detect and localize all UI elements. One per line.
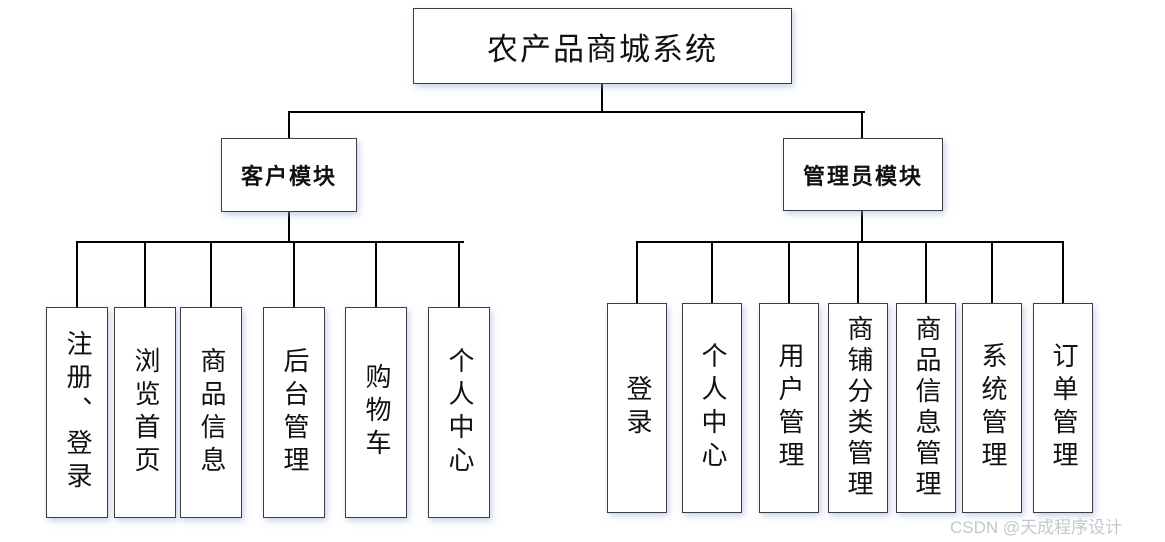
- connector-line: [1062, 241, 1064, 303]
- connector-line: [288, 111, 865, 113]
- leaf-label: 后台管理: [280, 346, 309, 479]
- leaf-customer-backend-mgmt: 后台管理: [263, 307, 325, 518]
- leaf-label: 用户管理: [775, 342, 804, 474]
- module-node-admin: 管理员模块: [783, 138, 943, 211]
- connector-line: [601, 84, 603, 113]
- leaf-customer-personal-center: 个人中心: [428, 307, 490, 518]
- connector-line: [711, 241, 713, 303]
- connector-line: [861, 111, 863, 138]
- module-node-admin-label: 管理员模块: [802, 163, 923, 189]
- leaf-admin-personal-center: 个人中心: [682, 303, 742, 513]
- leaf-admin-shop-category-mgmt: 商铺分类管理: [828, 303, 888, 513]
- connector-line: [288, 111, 290, 138]
- leaf-customer-product-info: 商品信息: [180, 307, 242, 518]
- leaf-label: 商品信息管理: [912, 315, 941, 501]
- leaf-admin-user-mgmt: 用户管理: [759, 303, 819, 513]
- connector-line: [144, 241, 146, 307]
- leaf-customer-cart: 购物车: [345, 307, 407, 518]
- connector-line: [76, 241, 78, 307]
- connector-line: [636, 241, 1064, 243]
- connector-line: [76, 241, 464, 243]
- connector-line: [788, 241, 790, 303]
- connector-line: [861, 211, 863, 243]
- leaf-label: 个人中心: [698, 342, 727, 474]
- leaf-label: 个人中心: [445, 346, 474, 479]
- module-node-customer-label: 客户模块: [240, 164, 337, 189]
- leaf-admin-product-info-mgmt: 商品信息管理: [896, 303, 956, 513]
- connector-line: [857, 241, 859, 303]
- leaf-label: 商品信息: [197, 346, 226, 479]
- leaf-label: 商铺分类管理: [844, 315, 873, 501]
- connector-line: [375, 241, 377, 307]
- leaf-label: 注册、登录: [63, 330, 92, 495]
- leaf-label: 浏览首页: [131, 346, 160, 479]
- leaf-label: 系统管理: [978, 342, 1007, 474]
- leaf-label: 登录: [623, 375, 652, 441]
- leaf-label: 订单管理: [1049, 342, 1078, 474]
- leaf-admin-login: 登录: [607, 303, 667, 513]
- module-node-customer: 客户模块: [221, 138, 357, 212]
- connector-line: [458, 241, 460, 307]
- root-node-label: 农产品商城系统: [487, 31, 718, 67]
- leaf-customer-register-login: 注册、登录: [46, 307, 108, 518]
- leaf-label: 购物车: [362, 363, 391, 462]
- connector-line: [293, 241, 295, 307]
- leaf-admin-system-mgmt: 系统管理: [962, 303, 1022, 513]
- connector-line: [925, 241, 927, 303]
- connector-line: [288, 212, 290, 243]
- leaf-admin-order-mgmt: 订单管理: [1033, 303, 1093, 513]
- connector-line: [636, 241, 638, 303]
- connector-line: [210, 241, 212, 307]
- watermark-text: CSDN @天成程序设计: [950, 518, 1123, 537]
- leaf-customer-browse-home: 浏览首页: [114, 307, 176, 518]
- root-node: 农产品商城系统: [413, 8, 792, 84]
- connector-line: [991, 241, 993, 303]
